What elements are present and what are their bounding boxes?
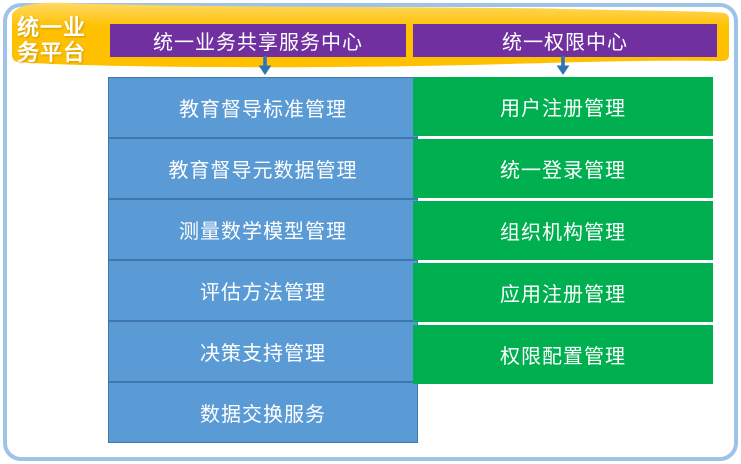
down-arrow-right-icon [556, 56, 570, 75]
permission-item-app-registration: 应用注册管理 [413, 263, 713, 322]
permission-services-column: 用户注册管理 统一登录管理 组织机构管理 应用注册管理 权限配置管理 [413, 77, 713, 384]
permission-item-unified-login: 统一登录管理 [413, 139, 713, 198]
header-permission-center: 统一权限中心 [413, 24, 717, 57]
service-item-measurement-math-model: 测量数学模型管理 [109, 200, 417, 259]
service-item-data-exchange: 数据交换服务 [109, 383, 417, 442]
platform-title-line2: 务平台 [17, 40, 87, 65]
header-business-share-center: 统一业务共享服务中心 [110, 24, 406, 57]
service-item-evaluation-method: 评估方法管理 [109, 261, 417, 320]
business-services-column: 教育督导标准管理 教育督导元数据管理 测量数学模型管理 评估方法管理 决策支持管… [108, 77, 418, 443]
permission-item-user-registration: 用户注册管理 [413, 77, 713, 136]
permission-item-organization: 组织机构管理 [413, 201, 713, 260]
service-item-edu-supervision-standard: 教育督导标准管理 [109, 78, 417, 137]
permission-item-permission-config: 权限配置管理 [413, 325, 713, 384]
service-item-decision-support: 决策支持管理 [109, 322, 417, 381]
service-item-edu-supervision-metadata: 教育督导元数据管理 [109, 139, 417, 198]
down-arrow-left-icon [258, 56, 272, 75]
platform-title-line1: 统一业 [17, 15, 87, 40]
platform-title: 统一业务平台 [17, 15, 86, 65]
outer-frame [3, 3, 738, 461]
